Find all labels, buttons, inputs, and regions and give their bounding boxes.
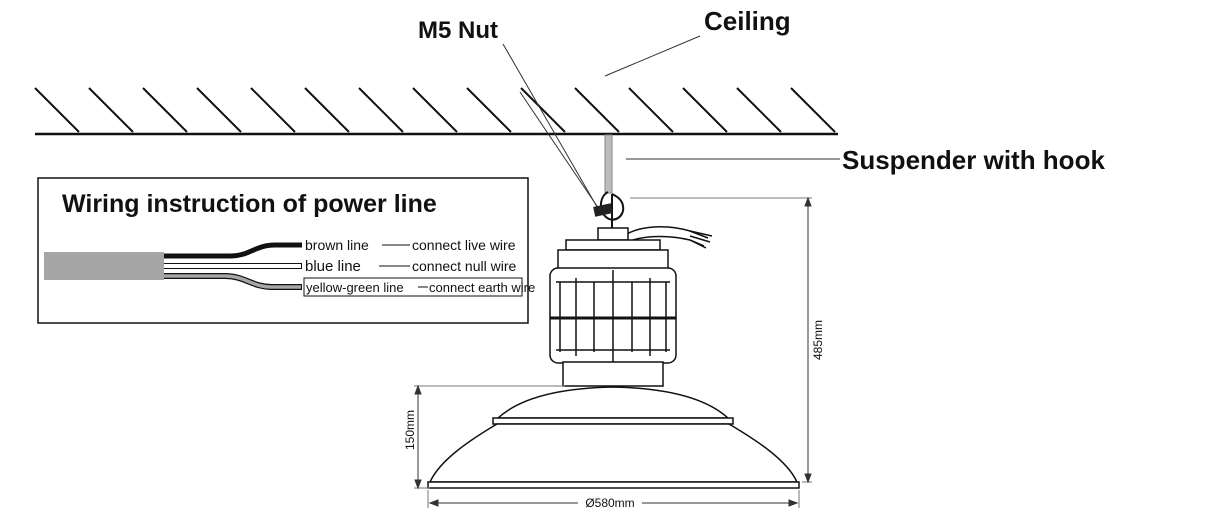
dimension-shade-height: 150mm <box>403 410 417 450</box>
hatch-line <box>574 87 620 133</box>
hatch-line <box>34 87 80 133</box>
hatch-line <box>196 87 242 133</box>
m5-nut-label: M5 Nut <box>418 17 498 44</box>
fixture-connector <box>557 227 669 271</box>
brown-wire <box>164 242 302 259</box>
brown-line-label: brown line <box>305 237 369 253</box>
blue-line-label: blue line <box>305 258 361 275</box>
dimension-lines <box>414 196 812 508</box>
hatch-line <box>682 87 728 133</box>
hatch-line <box>250 87 296 133</box>
leader-lines <box>502 35 840 216</box>
hatch-line <box>520 87 566 133</box>
wiring-instruction-panel: Wiring instruction of power line brown l… <box>37 177 535 324</box>
hatch-line <box>358 87 404 133</box>
hatch-line <box>88 87 134 133</box>
wiring-title: Wiring instruction of power line <box>62 190 437 218</box>
hatch-line <box>412 87 458 133</box>
fixture-cable <box>624 226 713 249</box>
suspender-with-hook <box>600 134 625 228</box>
dimension-total-height: 485mm <box>811 320 825 360</box>
hatch-line <box>142 87 188 133</box>
blue-line-connection: connect null wire <box>412 258 516 274</box>
fixture-neck <box>562 361 664 387</box>
hatch-line <box>790 87 836 133</box>
brown-line-connection: connect live wire <box>412 237 516 253</box>
suspender-label: Suspender with hook <box>842 145 1105 175</box>
ceiling-leader <box>604 35 701 77</box>
ceiling <box>34 87 838 136</box>
hatch-line <box>736 87 782 133</box>
hatch-line <box>304 87 350 133</box>
m5-nut <box>593 203 613 217</box>
reflector-shade <box>427 386 800 489</box>
ceiling-label: Ceiling <box>704 6 791 36</box>
hatch-line <box>628 87 674 133</box>
cable-sheath <box>44 252 164 280</box>
m5-nut-leader-a <box>502 43 601 213</box>
yellow-green-line-connection: connect earth wire <box>429 280 535 295</box>
m5-nut-leader-b <box>519 91 604 216</box>
fixture-heatsink <box>549 267 677 364</box>
dimension-diameter: Ø580mm <box>585 496 634 510</box>
ceiling-hatching <box>34 87 836 133</box>
yellow-green-line-label: yellow-green line <box>306 280 404 295</box>
hatch-line <box>466 87 512 133</box>
